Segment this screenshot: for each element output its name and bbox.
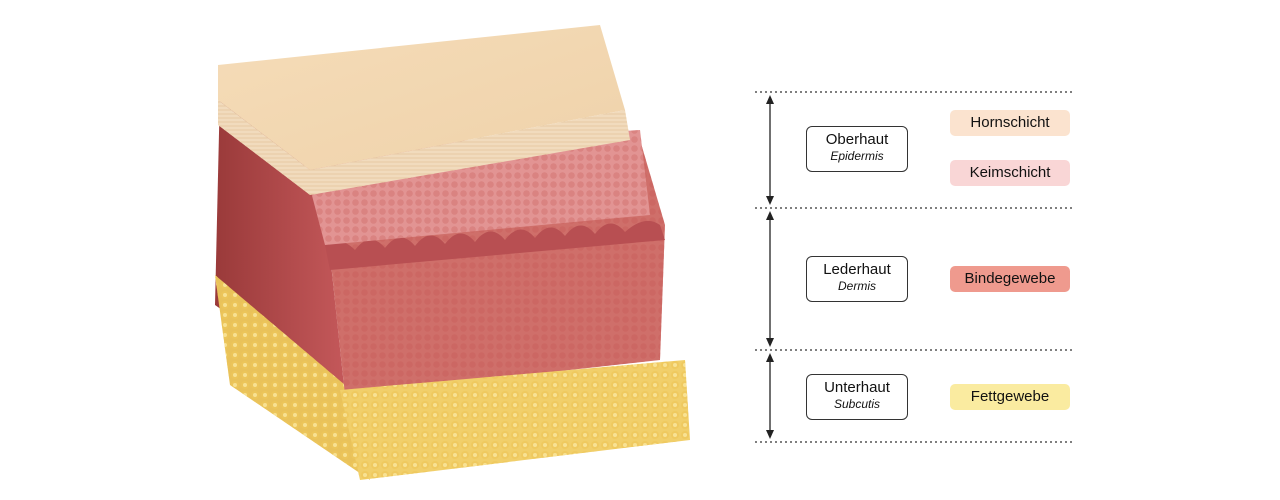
dimension-arrows (766, 95, 774, 439)
dermis-latin: Dermis (838, 279, 876, 293)
dermis-name: Lederhaut (823, 261, 891, 278)
dermis-label-box: Lederhaut Dermis (806, 256, 908, 302)
subcutis-label-box: Unterhaut Subcutis (806, 374, 908, 420)
epidermis-label-box: Oberhaut Epidermis (806, 126, 908, 172)
epidermis-latin: Epidermis (830, 149, 884, 163)
hornschicht-tag: Hornschicht (950, 110, 1070, 136)
epidermis-name: Oberhaut (825, 131, 889, 148)
subcutis-block (340, 360, 690, 480)
fettgewebe-tag: Fettgewebe (950, 384, 1070, 410)
bindegewebe-tag: Bindegewebe (950, 266, 1070, 292)
hornschicht-layer (218, 25, 630, 195)
subcutis-name: Unterhaut (824, 379, 890, 396)
subcutis-latin: Subcutis (833, 397, 881, 411)
keimschicht-tag: Keimschicht (950, 160, 1070, 186)
